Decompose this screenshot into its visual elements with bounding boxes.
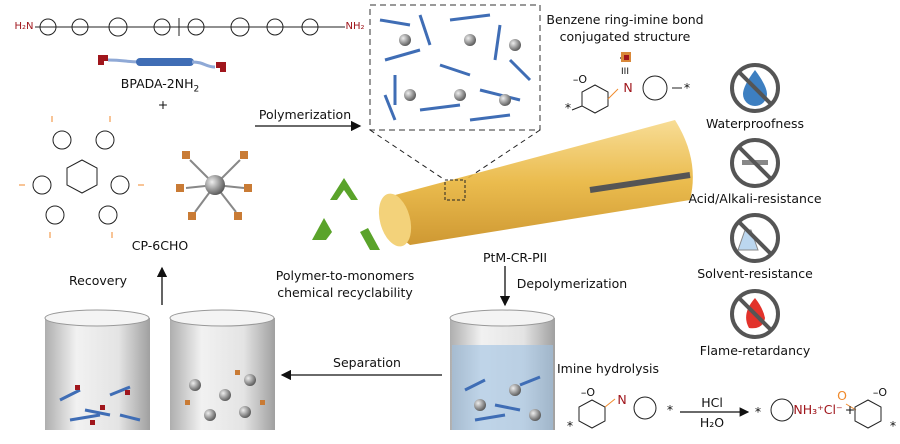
aldehyde-o: O <box>837 388 847 403</box>
recyclability-line2: chemical recyclability <box>277 285 413 300</box>
imine-star-left: * <box>564 100 572 115</box>
imine-methoxy: –O <box>572 73 588 86</box>
cp-6cho-label: CP-6CHO <box>131 238 189 253</box>
depolymerization-label: Depolymerization <box>516 276 628 291</box>
beaker-hydrolysis <box>449 309 555 430</box>
imine-structure <box>571 52 682 114</box>
plus-sign: + <box>157 97 169 112</box>
hydro-imine-n: N <box>617 392 627 407</box>
property-acid-alkali: Acid/Alkali-resistance <box>688 191 822 206</box>
beaker-depolymerized <box>44 309 150 430</box>
reagent-hcl: HCl <box>701 395 723 410</box>
imine-star-right: * <box>683 80 691 95</box>
bpada-label-subscript: 2 <box>193 84 200 95</box>
separation-label: Separation <box>333 355 401 370</box>
amine-left-label: H₂N <box>14 21 34 32</box>
ptm-cr-pii-film <box>378 120 693 247</box>
ammonium-chloride: NH₃⁺Cl⁻ <box>793 402 843 417</box>
hydro-star-left: * <box>566 418 574 433</box>
product-label: PtM-CR-PII <box>482 250 548 265</box>
hydro-methoxy-left: –O <box>580 386 596 399</box>
recovery-label: Recovery <box>69 273 127 288</box>
bpada-2nh2-label: BPADA-2NH2 <box>121 76 200 98</box>
hydro-star-amine: * <box>754 404 762 419</box>
hydro-star-mid: * <box>666 402 674 417</box>
no-water-drop-icon <box>730 63 780 113</box>
beaker-separated <box>169 309 275 430</box>
bpada-2nh2-structure <box>35 17 345 37</box>
network-title-line1: Benzene ring-imine bond <box>546 12 704 27</box>
hydro-methoxy-right: –O <box>872 386 888 399</box>
no-flame-icon <box>730 289 780 339</box>
hydrolysis-reaction-structures <box>578 396 882 429</box>
property-waterproofness: Waterproofness <box>705 116 805 131</box>
polymer-network-inset <box>369 4 541 181</box>
property-flame: Flame-retardancy <box>699 343 811 358</box>
cp-6cho-cartoon <box>176 151 252 220</box>
amine-right-label: NH₂ <box>345 21 365 32</box>
equivalence-mark: III <box>621 67 629 77</box>
hydro-star-right: * <box>889 418 897 433</box>
no-solvent-flask-icon <box>730 213 780 263</box>
network-title-line2: conjugated structure <box>559 29 691 44</box>
polymerization-label: Polymerization <box>258 107 352 122</box>
imine-hydrolysis-label: Imine hydrolysis <box>556 361 660 376</box>
reagent-water: H₂O <box>699 415 725 430</box>
imine-n: N <box>623 80 633 95</box>
cp-6cho-structure <box>19 116 144 238</box>
property-solvent: Solvent-resistance <box>697 266 813 281</box>
no-acid-icon <box>730 138 780 188</box>
property-icons <box>730 63 780 339</box>
recyclability-line1: Polymer-to-monomers <box>275 268 415 283</box>
bpada-cartoon <box>98 55 226 72</box>
recycle-icon <box>312 178 380 250</box>
hydro-plus: + <box>844 402 856 417</box>
bpada-label-text: BPADA-2NH <box>120 76 194 91</box>
